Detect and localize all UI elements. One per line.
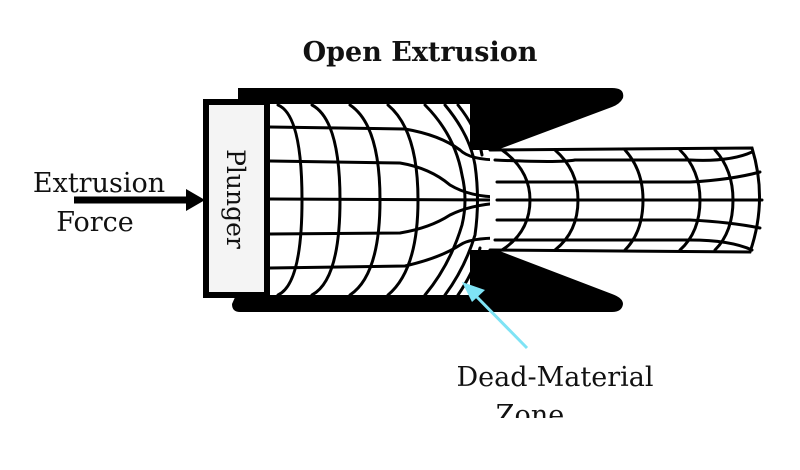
label-mask (480, 418, 600, 438)
billet-flow-grid (268, 103, 502, 297)
plunger: Plunger (203, 99, 270, 298)
dead-zone-label-line1: Dead-Material (457, 362, 654, 393)
container-bottom-wall (232, 250, 623, 312)
force-label-line2: Force (56, 207, 134, 238)
force-label-line1: Extrusion (33, 168, 165, 199)
extrudate (488, 146, 764, 254)
plunger-label: Plunger (221, 149, 250, 249)
dead-zone-arrow-icon (462, 282, 529, 350)
container-top-wall (238, 88, 624, 150)
force-arrow-icon (74, 189, 205, 211)
diagram-title: Open Extrusion (303, 37, 538, 68)
